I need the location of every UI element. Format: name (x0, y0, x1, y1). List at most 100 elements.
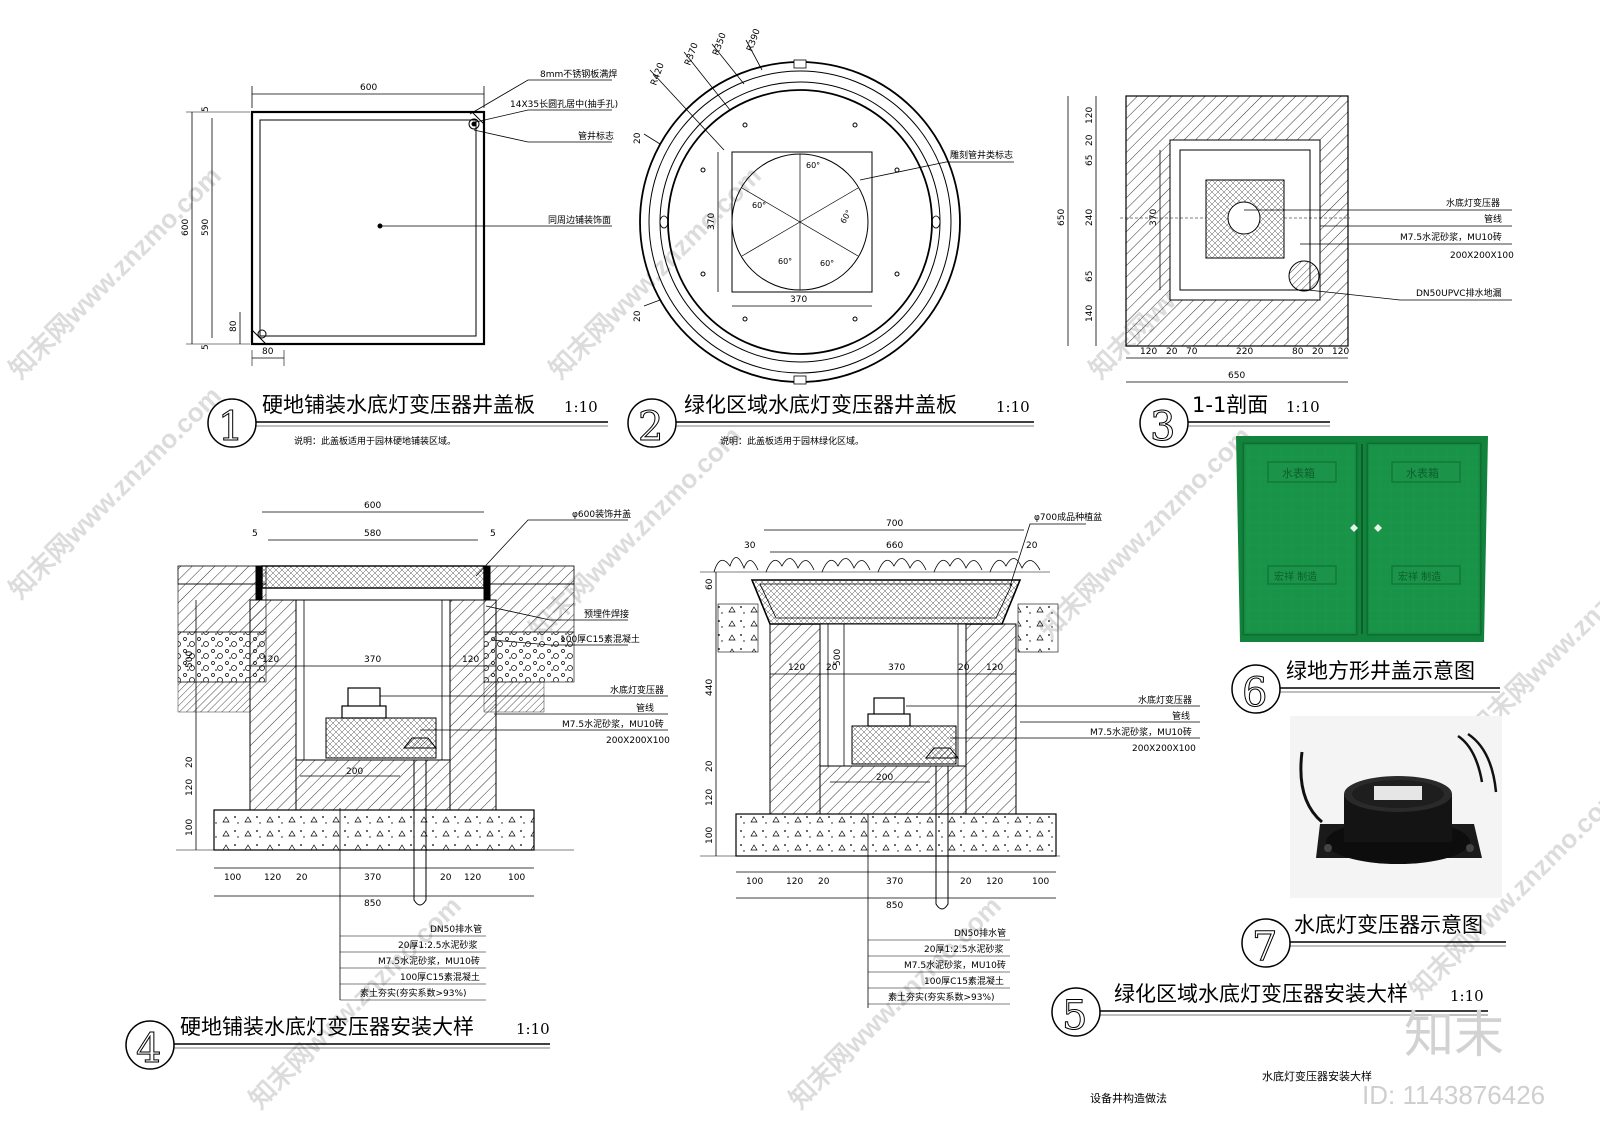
layer-label: 100厚C15素混凝土 (400, 971, 480, 983)
drawing-number: 5 (1062, 993, 1087, 1039)
drawing-number-circle (125, 1020, 175, 1070)
callout-label: 8mm不锈钢板满焊 (540, 68, 617, 80)
dim-label: 100 (508, 873, 525, 883)
brand-logo-text: 知末 (1404, 1007, 1504, 1063)
footer-left: 设备井构造做法 (1090, 1091, 1167, 1105)
dim-label: 20 (185, 756, 195, 768)
drawing-number: 1 (218, 404, 243, 450)
dim-label: 370 (886, 877, 903, 887)
dim-label: 370 (888, 663, 905, 673)
drawing-6-title-block: 6 绿地方形井盖示意图 (1231, 659, 1500, 717)
drawing-number: 3 (1150, 404, 1175, 450)
planting-row (700, 557, 1050, 573)
drawing-5-title-block: 5 绿化区域水底灯变压器安装大样 1:10 (1051, 982, 1488, 1040)
drawing-number: 7 (1252, 924, 1277, 970)
callout-label: M7.5水泥砂浆，MU10砖 (1090, 726, 1192, 738)
radius-label: R370 (683, 41, 701, 67)
drawing-scale: 1:10 (516, 1020, 550, 1038)
dim-label: 80 (1292, 347, 1304, 357)
dim-label: 240 (1085, 209, 1095, 226)
drawing-2-labels: R420 R370 R350 R390 370 370 20 20 60° 60… (633, 27, 1013, 322)
green-cover-labels: 水表箱 水表箱 宏祥 制造 宏祥 制造 (1274, 466, 1441, 583)
callout-label: M7.5水泥砂浆，MU10砖 (562, 718, 664, 730)
dim-label: 650 (1228, 371, 1245, 381)
callout-label: 雕刻管井类标志 (950, 149, 1013, 161)
angle-label: 60° (752, 201, 766, 210)
brand-watermark: 知末 ID: 1143876426 (1362, 1007, 1545, 1110)
dim-label: 120 (1140, 347, 1157, 357)
callout-label: 管线 (1484, 213, 1502, 225)
dim-label: 220 (1236, 347, 1253, 357)
callout-label: 管井标志 (578, 130, 614, 142)
dim-label: 120 (1085, 107, 1095, 124)
drawing-1-labels: 600 600 590 5 5 80 80 8mm不锈钢板满焊 14X35长圆孔… (181, 68, 618, 357)
dim-label: 120 (262, 655, 279, 665)
layer-label: 100厚C15素混凝土 (924, 975, 1004, 987)
dim-label: 20 (960, 877, 972, 887)
dim-label: 140 (1085, 305, 1095, 322)
dim-label: 850 (886, 901, 903, 911)
dim-label: 5 (490, 529, 496, 539)
dim-label: 100 (1032, 877, 1049, 887)
angle-label: 60° (839, 208, 854, 225)
dim-label: 20 (296, 873, 308, 883)
drawing-scale: 1:10 (1286, 398, 1320, 416)
drawing-4-labels: 600 580 5 5 120 370 120 500 20 120 100 2… (185, 501, 670, 999)
drawing-note: 说明：此盖板适用于园林硬地铺装区域。 (294, 435, 456, 447)
drawing-2-round-cover-plan (639, 39, 1014, 385)
callout-label: 200X200X100 (1132, 744, 1196, 754)
callout-label: 100厚C15素混凝土 (560, 633, 640, 645)
drawing-title: 硬地铺装水底灯变压器井盖板 (262, 393, 535, 417)
dim-label: 600 (181, 219, 191, 236)
angle-label: 60° (820, 259, 834, 268)
dim-label: 100 (185, 819, 195, 836)
layer-label: 20厚1:2.5水泥砂浆 (924, 943, 1004, 955)
cover-text: 水表箱 (1406, 466, 1439, 480)
callout-label: 水底灯变压器 (610, 684, 664, 696)
drawing-3-title-block: 3 1-1剖面 1:10 (1139, 393, 1330, 451)
drawing-number-circle (1051, 987, 1101, 1037)
dim-label: 120 (788, 663, 805, 673)
callout-label: 水底灯变压器 (1446, 197, 1500, 209)
dim-label: 370 (1149, 209, 1159, 226)
dim-label: 120 (462, 655, 479, 665)
asset-id: ID: 1143876426 (1362, 1080, 1545, 1110)
drawing-number-circle (207, 398, 257, 448)
dim-label: 20 (818, 877, 830, 887)
callout-label: 同周边铺装饰面 (548, 214, 611, 226)
dim-label: 370 (364, 873, 381, 883)
callout-label: φ600装饰井盖 (572, 508, 631, 520)
callout-label: DN50UPVC排水地漏 (1416, 287, 1502, 299)
dim-label: 120 (1332, 347, 1349, 357)
drawing-number: 4 (136, 1026, 161, 1072)
dim-label: 500 (185, 651, 195, 668)
angle-label: 60° (806, 161, 820, 170)
watermark-text: 知末网www.znzmo.com (543, 160, 767, 384)
callout-label: 200X200X100 (1450, 251, 1514, 261)
dim-label: 20 (1085, 134, 1095, 146)
drawing-number-circle (627, 398, 677, 448)
drawing-1-title-block: 1 硬地铺装水底灯变压器井盖板 1:10 说明：此盖板适用于园林硬地铺装区域。 (207, 393, 608, 451)
callout-label: 14X35长圆孔居中(抽手孔) (510, 98, 618, 110)
drawing-number-circle (1139, 398, 1189, 448)
drawing-3-labels: 650 120 20 65 240 65 140 370 120 20 70 2… (1057, 107, 1514, 381)
dim-label: 80 (229, 320, 239, 332)
layer-label: DN50排水管 (954, 927, 1006, 939)
dim-label: 120 (986, 663, 1003, 673)
layer-label: 素土夯实(夯实系数>93%) (888, 991, 995, 1003)
dim-label: 20 (705, 760, 715, 772)
drawing-4-section (176, 511, 668, 1001)
drawing-note: 说明：此盖板适用于园林绿化区域。 (720, 435, 864, 447)
dim-label: 440 (705, 679, 715, 696)
drawing-3-section-plan (1067, 95, 1512, 383)
transformer-photo (1290, 716, 1502, 898)
dim-label: 20 (633, 310, 643, 322)
drawing-title: 绿地方形井盖示意图 (1286, 659, 1475, 683)
dim-label: 660 (886, 541, 903, 551)
dim-label: 20 (1026, 541, 1038, 551)
layer-label: DN50排水管 (430, 923, 482, 935)
drawing-number: 2 (638, 404, 663, 450)
dim-label: 120 (464, 873, 481, 883)
cover-text: 宏祥 制造 (1274, 570, 1317, 583)
callout-label: 水底灯变压器 (1138, 694, 1192, 706)
